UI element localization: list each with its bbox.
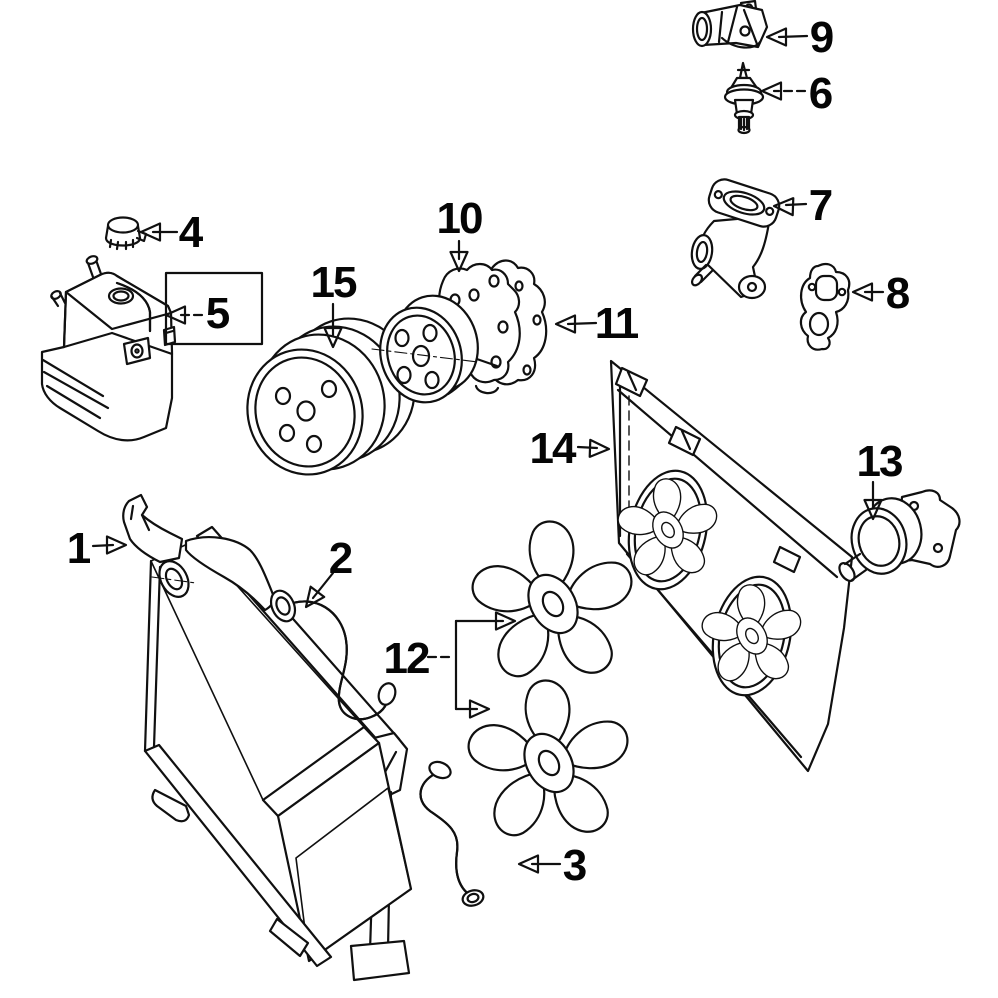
callout-15-label[interactable]: 15: [311, 258, 359, 307]
fan-shroud-drawing: [609, 359, 854, 773]
callout-8: 8: [851, 269, 912, 318]
callout-1-leader-line: [91, 543, 115, 548]
water-inlet-drawing: [691, 0, 769, 49]
fan-blade-set-drawing: [463, 522, 637, 844]
callout-10-arrowhead: [449, 250, 469, 273]
fan-motor-drawing: [838, 489, 961, 582]
callout-7-arrowhead: [772, 197, 795, 217]
callout-15: 15: [311, 258, 359, 349]
callout-11-leader-line: [566, 321, 598, 326]
callout-9-leader-line: [777, 34, 809, 39]
callout-9-label[interactable]: 9: [810, 13, 835, 62]
callout-1-label[interactable]: 1: [67, 524, 93, 573]
radiator-drawing: [122, 493, 413, 982]
callout-12-arrowhead: [494, 611, 517, 631]
callout-11-arrowhead: [554, 314, 577, 334]
callout-5-arrowhead: [164, 305, 187, 325]
callout-2-leader-line: [311, 571, 335, 600]
callout-13: 13: [857, 437, 904, 521]
upper-hose-drawing: [184, 536, 397, 721]
callout-9: 9: [765, 13, 835, 62]
callout-12-label[interactable]: 12: [384, 634, 431, 683]
callout-5-label[interactable]: 5: [206, 289, 232, 338]
fan-blade-upper: [467, 522, 637, 685]
outlet-gasket-drawing: [799, 262, 851, 351]
callout-3: 3: [517, 841, 588, 890]
callout-4-label[interactable]: 4: [179, 208, 206, 257]
callout-4: 4: [139, 208, 206, 257]
callout-6-arrowhead: [760, 81, 783, 101]
lower-hose-drawing: [419, 760, 485, 907]
thermostat-drawing: [723, 61, 765, 135]
callout-14: 14: [530, 424, 611, 473]
callout-5: 5: [164, 289, 232, 338]
callout-10-label[interactable]: 10: [437, 194, 484, 243]
callout-10: 10: [437, 194, 484, 273]
callout-12-arrowhead: [468, 699, 491, 719]
highlight-box: [164, 271, 264, 346]
callout-13-label[interactable]: 13: [857, 437, 904, 486]
water-outlet-drawing: [690, 178, 781, 300]
callout-14-arrowhead: [588, 438, 611, 458]
callout-6-label[interactable]: 6: [809, 69, 834, 118]
callout-14-leader-line: [576, 445, 599, 450]
callout-3-arrowhead: [517, 854, 540, 874]
callout-8-label[interactable]: 8: [886, 269, 912, 318]
callout-12: 12: [384, 611, 517, 719]
callout-3-label[interactable]: 3: [563, 841, 588, 890]
callout-4-arrowhead: [139, 222, 162, 242]
callout-2: 2: [304, 534, 354, 609]
callout-11-label[interactable]: 11: [595, 299, 641, 348]
water-pump-drawing: [371, 262, 521, 404]
callout-1: 1: [67, 524, 128, 573]
callout-2-label[interactable]: 2: [329, 534, 354, 583]
callout-13-arrowhead: [863, 498, 883, 521]
callout-14-label[interactable]: 14: [530, 424, 579, 473]
callout-11: 11: [554, 299, 641, 348]
callout-7-label[interactable]: 7: [809, 181, 834, 230]
reservoir-cap-drawing: [104, 216, 148, 251]
callout-6: 6: [760, 69, 834, 118]
coolant-reservoir-drawing: [40, 255, 177, 442]
callout-1-arrowhead: [105, 535, 128, 555]
callout-7: 7: [772, 181, 834, 230]
callout-15-arrowhead: [323, 326, 343, 349]
fan-blade-lower: [463, 681, 633, 844]
callout-2-arrowhead: [304, 585, 326, 609]
callout-9-arrowhead: [765, 27, 788, 47]
callout-7-leader-line: [784, 202, 808, 207]
callout-8-arrowhead: [851, 282, 874, 302]
